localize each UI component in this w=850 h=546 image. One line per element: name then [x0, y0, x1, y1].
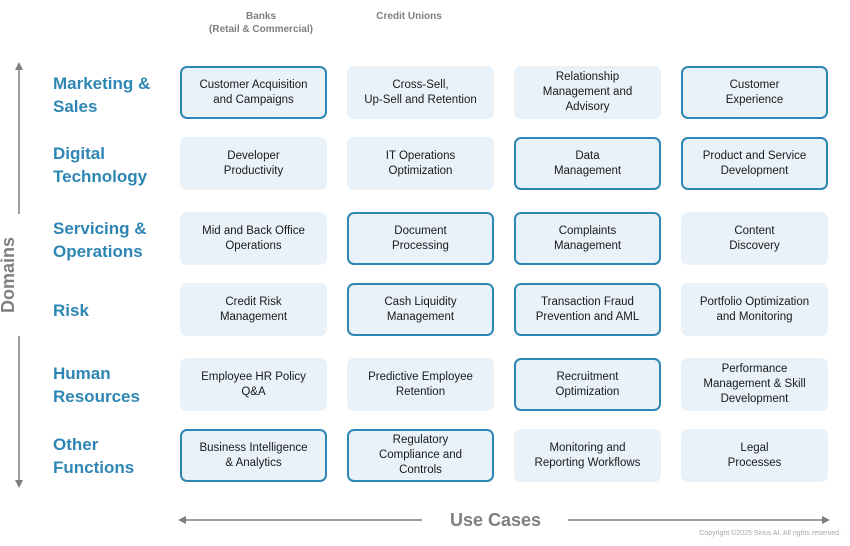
use-case-card: Customer Experience [681, 66, 828, 119]
arrow-up-icon [15, 62, 23, 70]
vertical-axis [11, 62, 27, 488]
domain-label: Human Resources [53, 364, 140, 406]
use-case-card: Legal Processes [681, 429, 828, 482]
use-case-card: Cash Liquidity Management [347, 283, 494, 336]
use-case-card: Predictive Employee Retention [347, 358, 494, 411]
use-case-card: Monitoring and Reporting Workflows [514, 429, 661, 482]
use-case-card: Business Intelligence & Analytics [180, 429, 327, 482]
vertical-axis-label: Domains [0, 236, 18, 314]
use-case-card: Performance Management & Skill Developme… [681, 358, 828, 411]
use-case-card: Content Discovery [681, 212, 828, 265]
use-case-card: Complaints Management [514, 212, 661, 265]
arrow-right-icon [822, 516, 830, 524]
use-case-card: Employee HR Policy Q&A [180, 358, 327, 411]
use-case-card: Credit Risk Management [180, 283, 327, 336]
arrow-down-icon [15, 480, 23, 488]
use-case-card: Mid and Back Office Operations [180, 212, 327, 265]
domain-label: Digital Technology [53, 144, 148, 186]
column-header-2: Credit Unions [376, 11, 442, 22]
horizontal-axis-label: Use Cases [449, 510, 542, 530]
use-case-card: Document Processing [347, 212, 494, 265]
use-case-card: Portfolio Optimization and Monitoring [681, 283, 828, 336]
copyright-notice: Copyright ©2025 Sirius AI. All rights re… [699, 530, 841, 537]
use-case-card: Regulatory Compliance and Controls [347, 429, 494, 482]
use-case-card: Relationship Management and Advisory [514, 66, 661, 119]
arrow-left-icon [178, 516, 186, 524]
use-case-card: Transaction Fraud Prevention and AML [514, 283, 661, 336]
domain-label: Other Functions [53, 435, 135, 477]
horizontal-axis [178, 516, 830, 524]
use-case-card: Customer Acquisition and Campaigns [180, 66, 327, 119]
use-case-card: Product and Service Development [681, 137, 828, 190]
domain-label: Marketing & Sales [53, 74, 151, 116]
use-case-card: Cross-Sell, Up-Sell and Retention [347, 66, 494, 119]
use-case-card: Developer Productivity [180, 137, 327, 190]
column-header-1: Banks (Retail & Commercial) [209, 11, 313, 35]
use-case-card: IT Operations Optimization [347, 137, 494, 190]
use-case-card: Recruitment Optimization [514, 358, 661, 411]
domain-label: Servicing & Operations [53, 219, 147, 261]
domain-label: Risk [53, 301, 89, 320]
use-case-card: Data Management [514, 137, 661, 190]
vertical-axis-arrows [15, 62, 23, 488]
